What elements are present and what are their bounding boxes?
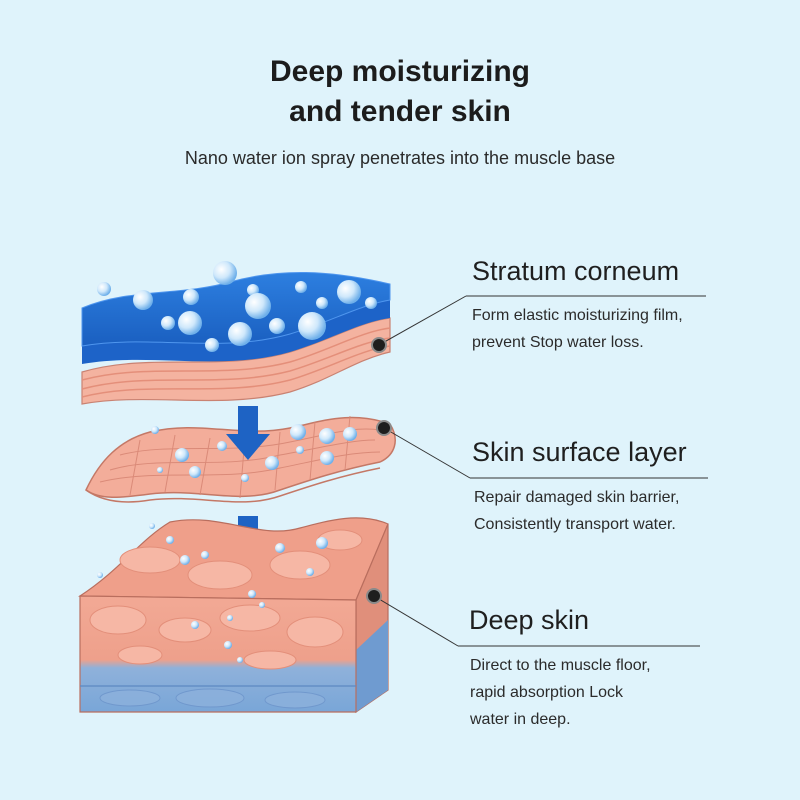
deep-skin-description: Direct to the muscle floor, rapid absorp… <box>470 652 770 733</box>
description-line: Form elastic moisturizing film, <box>472 307 683 324</box>
callout-stratum-corneum <box>371 295 706 353</box>
skin-surface-layer-heading: Skin surface layer <box>472 437 687 467</box>
callout-skin-surface-layer <box>376 420 708 479</box>
page-title: Deep moisturizing and tender skin <box>0 52 800 132</box>
deep-skin-heading: Deep skin <box>469 605 590 635</box>
description-line: Direct to the muscle floor, <box>470 657 651 674</box>
description-line: Consistently transport water. <box>474 516 676 533</box>
down-arrow-icon <box>226 406 270 460</box>
skin-surface-layer-description: Repair damaged skin barrier, Consistentl… <box>474 484 774 538</box>
water-droplet-icon <box>97 523 328 663</box>
description-line: Repair damaged skin barrier, <box>474 489 680 506</box>
page-subtitle: Nano water ion spray penetrates into the… <box>184 148 616 168</box>
skin-surface-layer-graphic <box>85 415 396 503</box>
title-line-2: and tender skin <box>289 95 511 128</box>
stratum-corneum-description: Form elastic moisturizing film, prevent … <box>472 302 772 356</box>
description-line: water in deep. <box>470 711 571 728</box>
stratum-corneum-graphic <box>81 261 391 405</box>
water-droplet-icon <box>151 424 357 482</box>
title-line-1: Deep moisturizing <box>269 55 531 88</box>
description-line: rapid absorption Lock <box>470 684 623 701</box>
stratum-corneum-heading: Stratum corneum <box>472 256 680 286</box>
water-droplet-icon <box>97 261 377 352</box>
callout-deep-skin <box>366 588 700 647</box>
description-line: prevent Stop water loss. <box>472 334 644 351</box>
deep-skin-graphic <box>78 517 389 714</box>
